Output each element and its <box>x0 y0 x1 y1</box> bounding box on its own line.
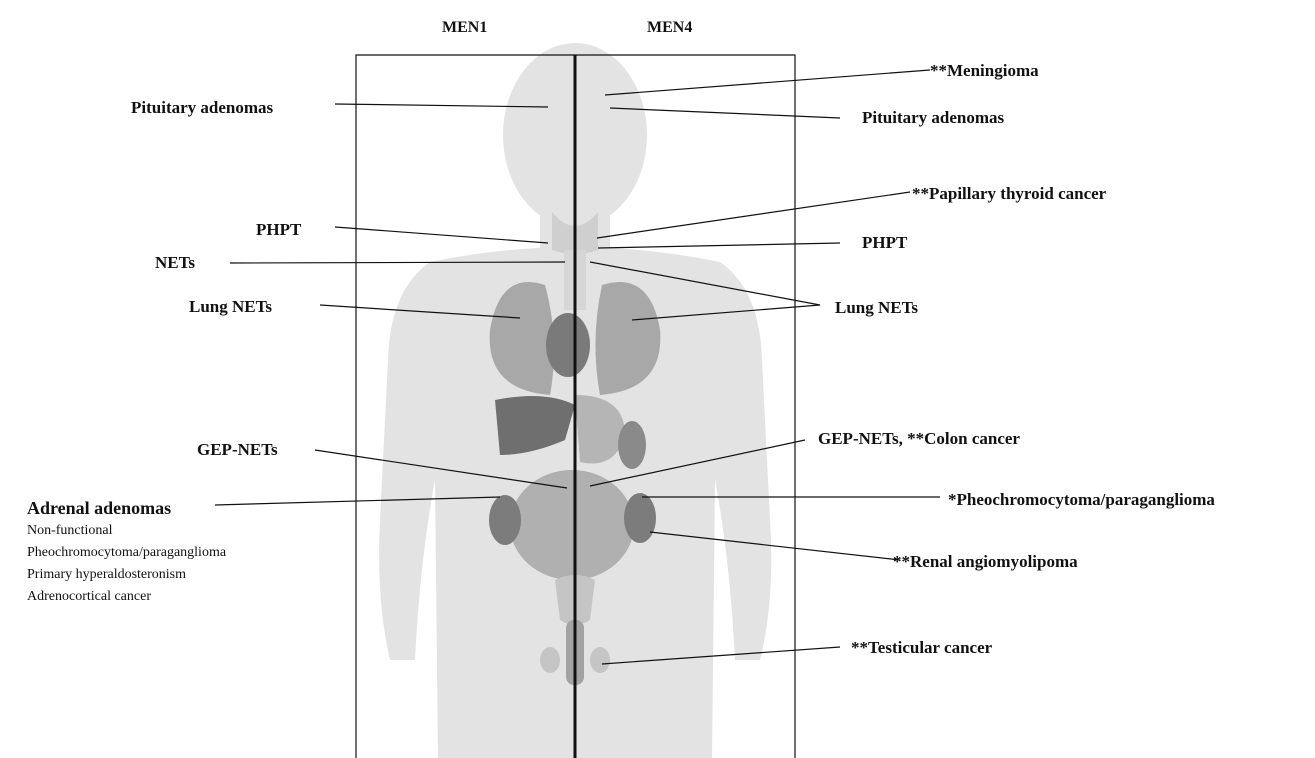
left-kidney <box>489 495 521 545</box>
men1-phpt-label: PHPT <box>256 220 301 240</box>
right-kidney <box>624 493 656 543</box>
adrenal-subtype-item: Pheochromocytoma/paraganglioma <box>27 542 226 564</box>
right-testis <box>590 647 610 673</box>
men1-adrenal-label: Adrenal adenomas <box>27 498 171 518</box>
men4-meningioma-label: **Meningioma <box>930 61 1039 81</box>
header-men1: MEN1 <box>442 18 487 38</box>
men1-gep-nets-label: GEP-NETs <box>197 440 278 460</box>
header-men4: MEN4 <box>647 18 692 38</box>
left-testis <box>540 647 560 673</box>
men1-lung-nets-label: Lung NETs <box>189 297 272 317</box>
men4-testicular-label: **Testicular cancer <box>851 638 992 658</box>
intestines <box>510 470 634 580</box>
men4-pituitary-label: Pituitary adenomas <box>862 108 1004 128</box>
men4-renal-label: **Renal angiomyolipoma <box>893 552 1078 572</box>
men1-nets-label: NETs <box>155 253 195 273</box>
heart <box>546 313 590 377</box>
spleen <box>618 421 646 469</box>
men4-phpt-label: PHPT <box>862 233 907 253</box>
men1-pituitary-label: Pituitary adenomas <box>131 98 273 118</box>
adrenal-subtype-item: Non-functional <box>27 520 113 542</box>
men4-thyroid-label: **Papillary thyroid cancer <box>912 184 1106 204</box>
men4-gep-colon-label: GEP-NETs, **Colon cancer <box>818 429 1020 449</box>
adrenal-subtype-item: Primary hyperaldosteronism <box>27 564 186 586</box>
adrenal-subtype-item: Adrenocortical cancer <box>27 586 151 608</box>
men4-lung-nets-label: Lung NETs <box>835 298 918 318</box>
men4-pheo-label: *Pheochromocytoma/paraganglioma <box>948 490 1215 510</box>
